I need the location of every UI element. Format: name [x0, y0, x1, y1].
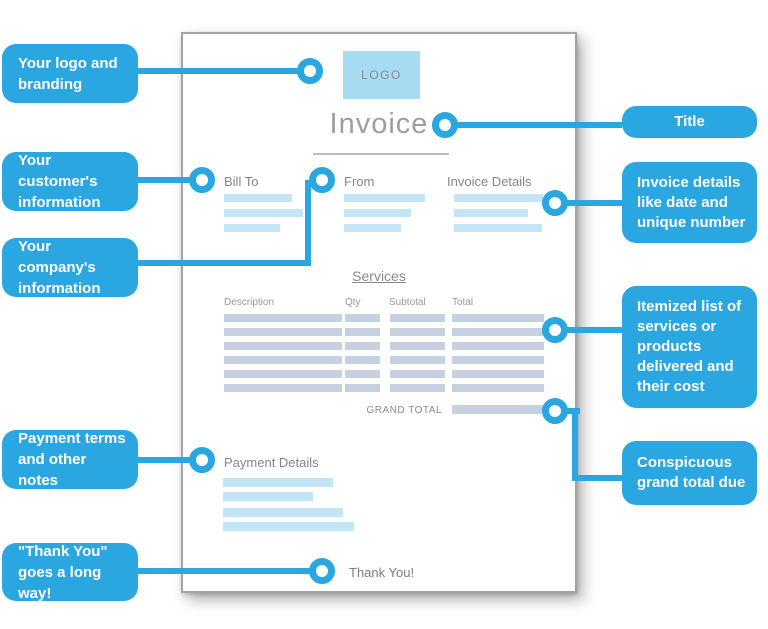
table-row-bar	[224, 314, 342, 322]
connector-dot-title	[432, 112, 458, 138]
table-row-bar	[345, 370, 380, 378]
placeholder-bar	[223, 492, 313, 501]
connector-dot-grand-total	[542, 398, 568, 424]
table-row-bar	[390, 370, 445, 378]
table-row-bar	[345, 328, 380, 336]
connector-dot-customer	[189, 167, 215, 193]
logo-placeholder: LOGO	[343, 51, 420, 99]
title-divider	[313, 153, 449, 155]
services-heading: Services	[352, 268, 406, 284]
callout-logo-branding: Your logo and branding	[2, 44, 138, 103]
table-row-bar	[224, 342, 342, 350]
table-row-bar	[452, 342, 544, 350]
table-row-bar	[224, 370, 342, 378]
callout-invoice-details: Invoice details like date and unique num…	[622, 162, 757, 243]
callout-customer-info: Your customer's information	[2, 152, 138, 211]
grand-total-bar	[452, 405, 544, 414]
callout-label: "Thank You" goes a long way!	[18, 542, 108, 602]
placeholder-bar	[224, 209, 303, 217]
table-row-bar	[452, 370, 544, 378]
callout-label: Title	[674, 113, 705, 130]
callout-label: Invoice details like date and unique num…	[637, 173, 746, 231]
connector-dot-logo	[297, 58, 323, 84]
table-row-bar	[452, 384, 544, 392]
placeholder-bar	[454, 209, 528, 217]
callout-label: Your company's information	[18, 238, 101, 297]
table-row-bar	[345, 356, 380, 364]
payment-details-label: Payment Details	[224, 455, 319, 470]
placeholder-bar	[344, 209, 411, 217]
table-row-bar	[345, 384, 380, 392]
connector-line-title	[445, 122, 622, 128]
bill-to-label: Bill To	[224, 174, 259, 189]
placeholder-bar	[223, 478, 333, 487]
connector-line-company-vertical	[305, 180, 311, 266]
connector-line-thank-you	[138, 568, 322, 574]
table-row-bar	[452, 314, 544, 322]
table-row-bar	[390, 356, 445, 364]
callout-label: Payment terms and other notes	[18, 430, 126, 489]
callout-thank-you: "Thank You" goes a long way!	[2, 542, 138, 602]
callout-title: Title	[622, 106, 757, 138]
table-row-bar	[390, 384, 445, 392]
placeholder-bar	[223, 508, 343, 517]
table-row-bar	[224, 356, 342, 364]
table-row-bar	[345, 342, 380, 350]
callout-label: Conspicuous grand total due	[637, 454, 746, 491]
col-header-total: Total	[452, 297, 474, 308]
connector-dot-payment	[189, 447, 215, 473]
connector-dot-company	[309, 167, 335, 193]
invoice-title: Invoice	[329, 108, 429, 140]
callout-label: Itemized list of services or products de…	[637, 298, 742, 395]
col-header-description: Description	[224, 297, 275, 308]
table-row-bar	[345, 314, 380, 322]
table-row-bar	[224, 328, 342, 336]
placeholder-bar	[344, 194, 425, 202]
callout-grand-total: Conspicuous grand total due	[622, 441, 757, 505]
callout-label: Your logo and branding	[18, 54, 118, 93]
from-label: From	[344, 174, 375, 189]
table-row-bar	[452, 356, 544, 364]
placeholder-bar	[223, 522, 354, 531]
col-header-qty: Qty	[345, 297, 361, 308]
connector-line-itemized	[555, 327, 622, 333]
connector-line-grand-total-2	[572, 408, 578, 481]
connector-line-grand-total-3	[572, 475, 622, 481]
table-row-bar	[452, 328, 544, 336]
placeholder-bar	[224, 194, 292, 202]
table-row-bar	[390, 328, 445, 336]
table-row-bar	[390, 314, 445, 322]
callout-itemized-list: Itemized list of services or products de…	[622, 286, 757, 408]
col-header-subtotal: Subtotal	[389, 297, 426, 308]
table-row-bar	[224, 384, 342, 392]
invoice-page: LOGO Invoice Bill To From Invoice Detail…	[181, 32, 577, 593]
placeholder-bar	[454, 194, 543, 202]
connector-line-invoice-details	[555, 200, 622, 206]
connector-line-customer	[138, 177, 202, 183]
grand-total-label: GRAND TOTAL	[366, 405, 442, 416]
callout-company-info: Your company's information	[2, 238, 138, 297]
table-row-bar	[390, 342, 445, 350]
connector-dot-invoice-details	[542, 190, 568, 216]
placeholder-bar	[344, 224, 401, 232]
invoice-details-label: Invoice Details	[447, 174, 532, 189]
connector-line-logo	[138, 68, 310, 74]
callout-label: Your customer's information	[18, 152, 101, 211]
callout-payment-terms: Payment terms and other notes	[2, 430, 138, 489]
connector-dot-itemized	[542, 317, 568, 343]
thank-you-text: Thank You!	[349, 565, 415, 580]
connector-dot-thank-you	[309, 558, 335, 584]
placeholder-bar	[454, 224, 542, 232]
logo-label: LOGO	[361, 68, 402, 82]
connector-line-company-horizontal	[138, 260, 311, 266]
placeholder-bar	[224, 224, 280, 232]
connector-line-payment	[138, 457, 202, 463]
